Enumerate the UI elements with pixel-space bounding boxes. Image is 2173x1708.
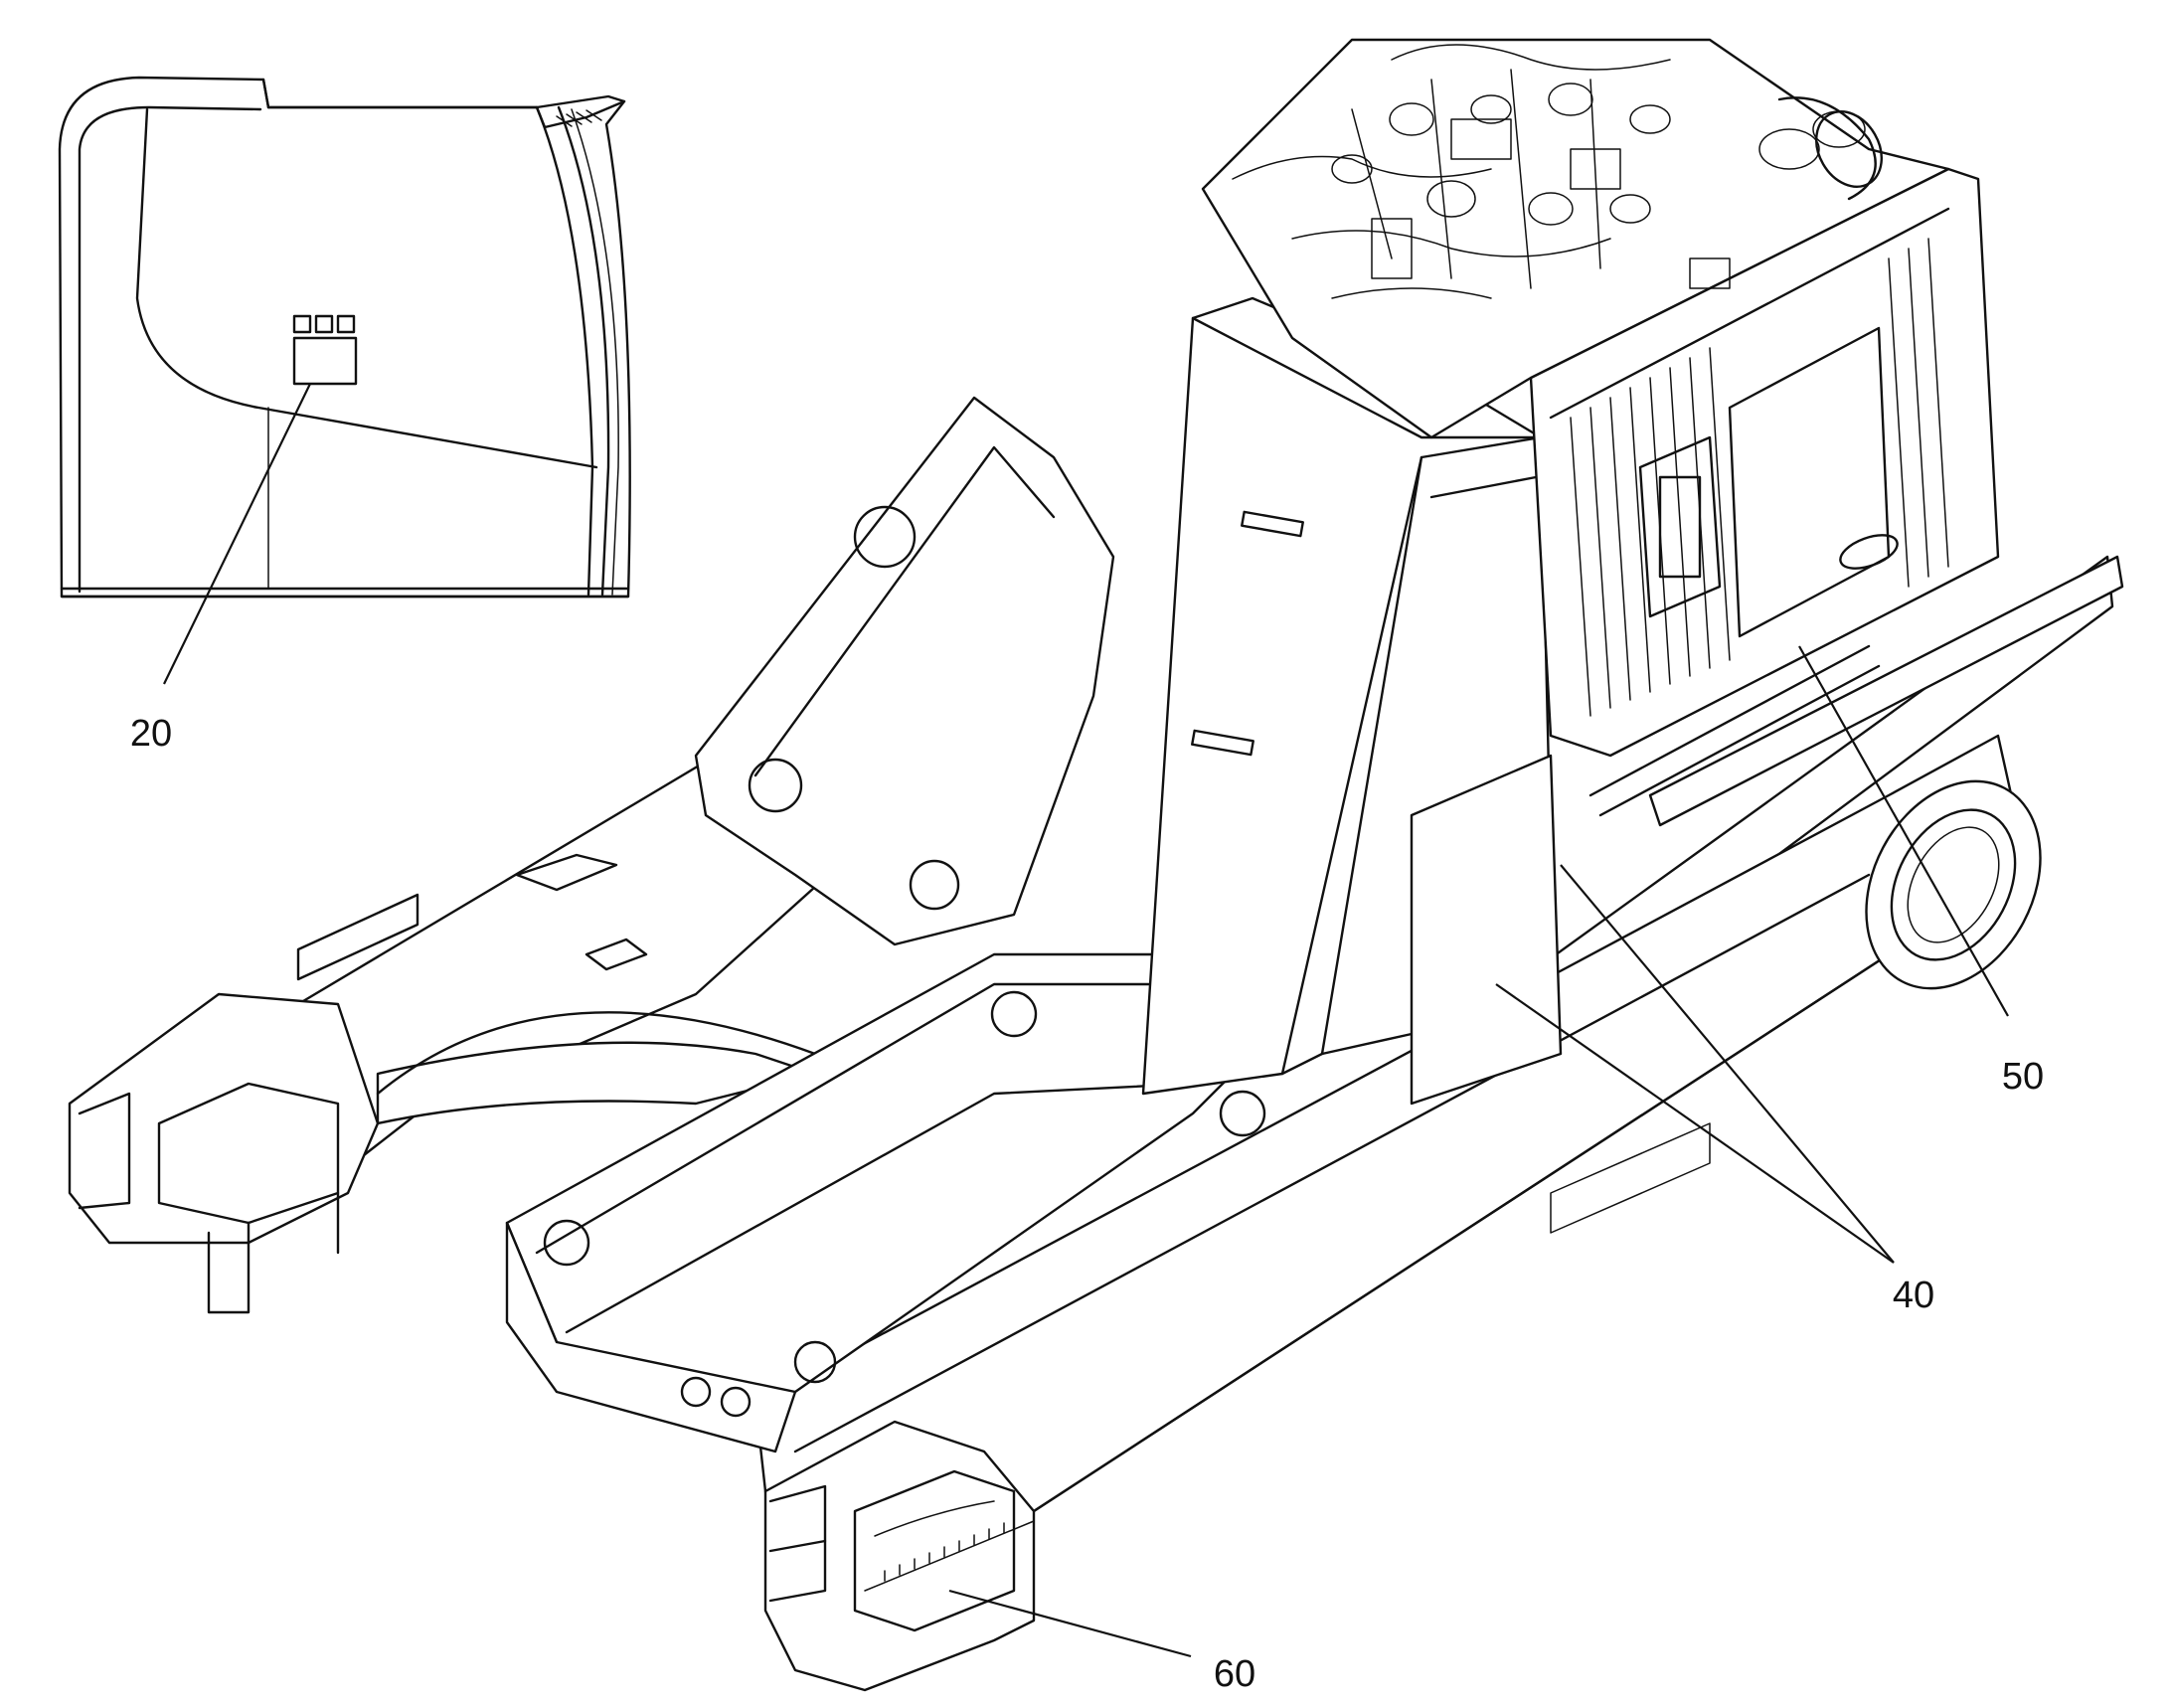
callout-20: 20 — [130, 713, 172, 755]
callout-60: 60 — [1214, 1653, 1255, 1695]
excavator-frame-illustration — [68, 38, 2124, 1692]
callout-40: 40 — [1893, 1275, 1934, 1316]
callout-50: 50 — [2002, 1056, 2044, 1098]
cab-window-inset — [58, 76, 631, 598]
leader-lines — [163, 383, 2009, 1658]
